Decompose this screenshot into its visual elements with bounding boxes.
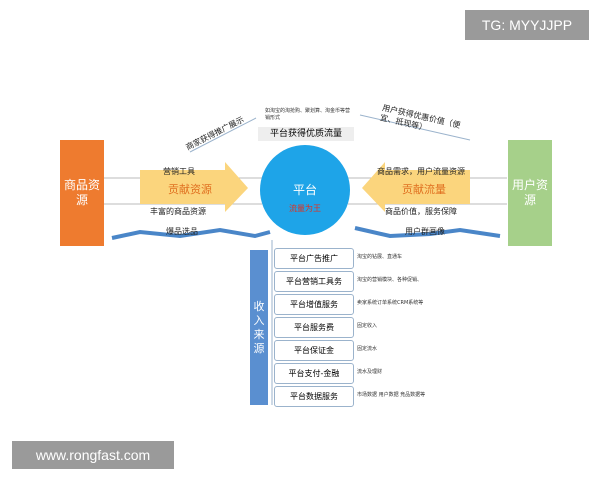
platform-circle: 平台 流量为王 [260, 145, 350, 235]
product-resource-box: 商品资源 [60, 140, 104, 246]
watermark-bottom: www.rongfast.com [12, 441, 174, 469]
left-wave [111, 227, 271, 240]
revenue-item: 平台营销工具务 [274, 271, 354, 292]
product-value-label: 商品价值，服务保障 [385, 207, 457, 216]
top-note: 如淘宝的淘抢购、聚划算、淘金币等营销形式 [265, 108, 351, 121]
product-demand-label: 商品需求，用户流量资源 [377, 167, 465, 176]
revenue-item-desc: 卖家系统订单系统CRM系统等 [357, 300, 424, 306]
revenue-item: 平台支付-金融 [274, 363, 354, 384]
user-persona-label: 用户群画像 [405, 227, 445, 236]
platform-title: 平台 [292, 183, 317, 197]
revenue-item-desc: 淘宝的营销模块、各种促销、 [357, 277, 423, 283]
right-arrow-shape [362, 162, 470, 212]
watermark-top: TG: MYYJJPP [465, 10, 589, 40]
revenue-item-desc: 市场数据 用户数据 竞品数据等 [357, 392, 426, 398]
revenue-item: 平台增值服务 [274, 294, 354, 315]
revenue-item: 平台数据服务 [274, 386, 354, 407]
revenue-item-desc: 固定收入 [357, 323, 378, 329]
revenue-item-desc: 流水及理财 [357, 369, 383, 375]
marketing-tools-label: 营销工具 [163, 167, 195, 176]
revenue-item-desc: 固定流水 [357, 346, 378, 352]
left-arrow-shape [140, 162, 248, 212]
top-header: 平台获得优质流量 [258, 127, 354, 141]
platform-subtitle: 流量为王 [289, 204, 321, 213]
rich-products-label: 丰富的商品资源 [150, 207, 206, 216]
revenue-item: 平台广告推广 [274, 248, 354, 269]
revenue-item: 平台保证金 [274, 340, 354, 361]
hot-products-label: 爆品选品 [166, 227, 198, 236]
revenue-source-bar: 收入来源 [250, 250, 268, 405]
revenue-item-desc: 淘宝的钻展、直通车 [357, 254, 403, 260]
contribute-resources-label: 贡献资源 [168, 183, 212, 196]
right-wave [354, 226, 501, 239]
revenue-item: 平台服务费 [274, 317, 354, 338]
user-resource-box: 用户资源 [508, 140, 552, 246]
contribute-traffic-label: 贡献流量 [402, 183, 446, 196]
